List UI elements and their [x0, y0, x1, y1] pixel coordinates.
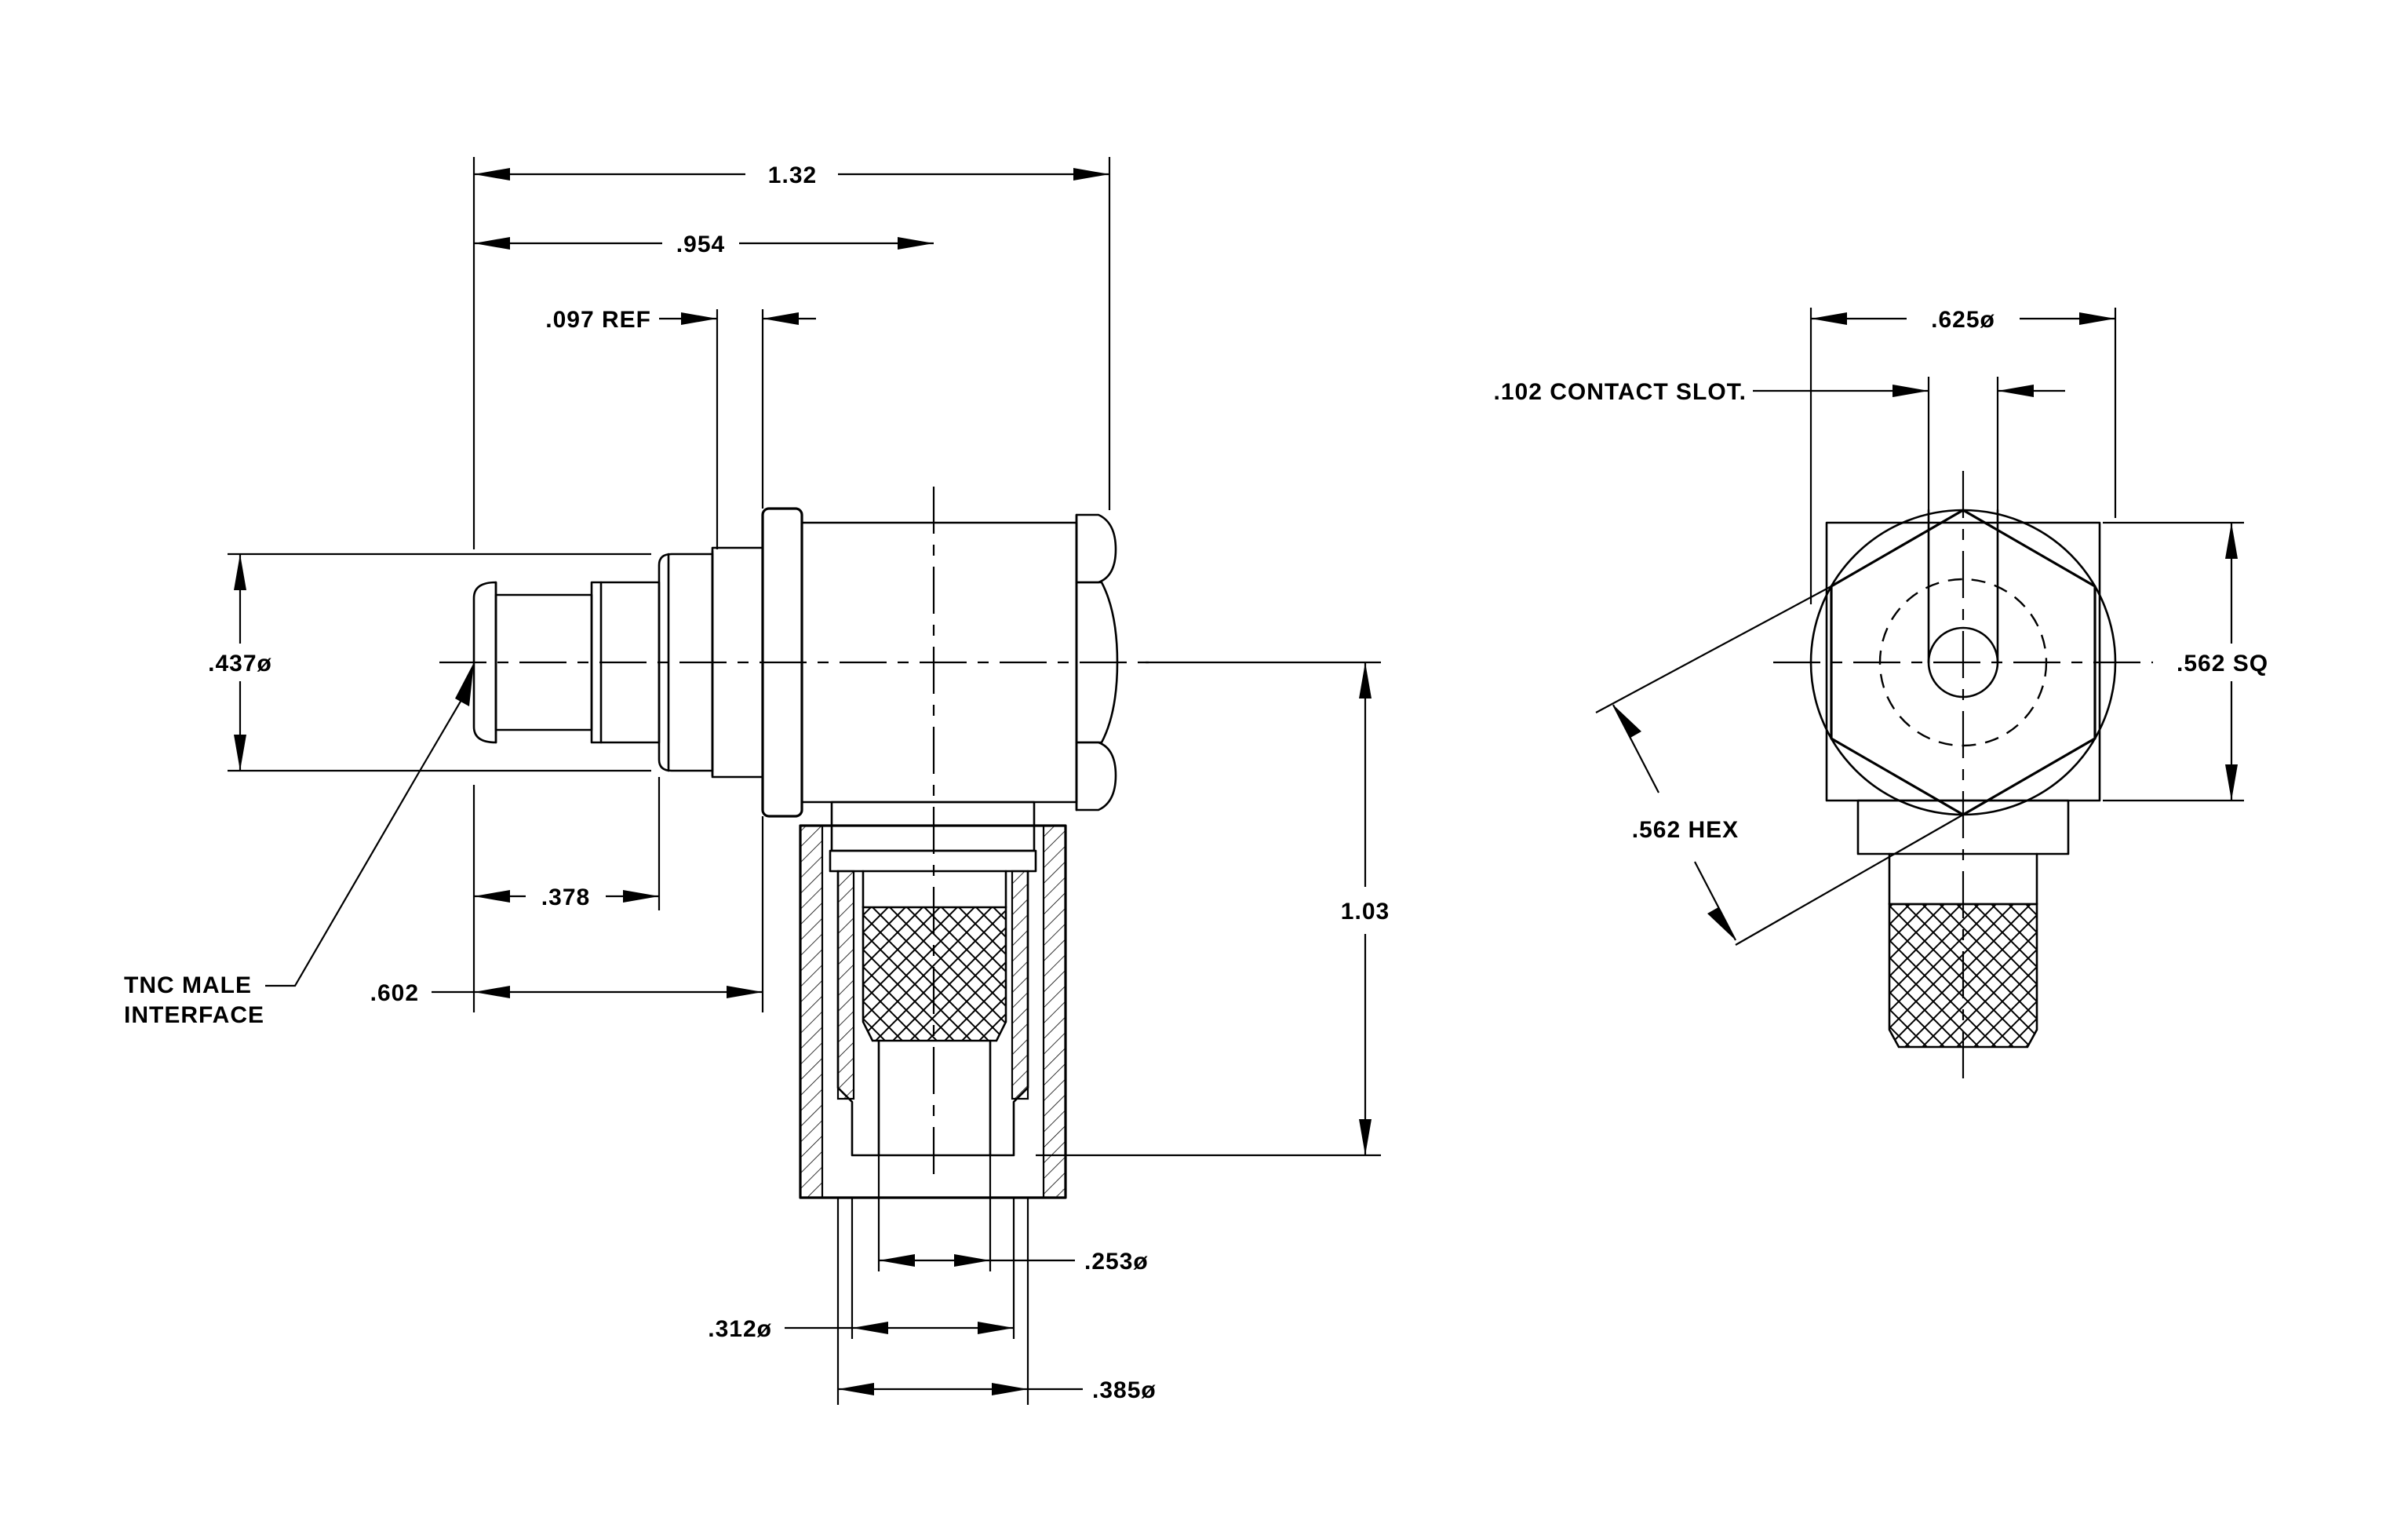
- dim-ferrule-dia: .312ø: [708, 1198, 1015, 1342]
- label-interface-dia: .437ø: [208, 651, 272, 677]
- callout-tnc-interface: TNC MALE INTERFACE: [124, 662, 474, 1028]
- label-ferrule-dia: .312ø: [708, 1316, 772, 1342]
- dim-centerline-length: .954: [474, 232, 934, 257]
- label-centerline-length: .954: [676, 232, 725, 257]
- label-overall-length: 1.32: [768, 162, 817, 188]
- dim-hex-dia: .625ø: [1809, 307, 2117, 604]
- label-hex-dia: .625ø: [1931, 307, 1995, 333]
- label-interface-length: .378: [541, 885, 590, 910]
- label-outer-dia: .385ø: [1092, 1377, 1157, 1403]
- dim-inner-dia: .253ø: [877, 1155, 1149, 1275]
- label-inner-dia: .253ø: [1084, 1249, 1149, 1275]
- connector-body-outline: [472, 507, 1119, 1199]
- label-hex: .562 HEX: [1632, 817, 1739, 843]
- label-contact-slot: .102 CONTACT SLOT.: [1494, 379, 1747, 405]
- dim-interface-dia: .437ø: [208, 553, 651, 772]
- label-square: .562 SQ: [2177, 651, 2268, 677]
- dim-contact-slot: .102 CONTACT SLOT.: [1494, 377, 2065, 510]
- end-view: .625ø .102 CONTACT SLOT. .562 SQ: [1494, 307, 2268, 1083]
- label-callout-line2: INTERFACE: [124, 1002, 264, 1028]
- dim-height: 1.03: [1036, 661, 1390, 1157]
- label-flange-ref: .097 REF: [545, 307, 651, 333]
- dim-flange-ref: .097 REF: [545, 307, 816, 549]
- label-height: 1.03: [1341, 899, 1390, 925]
- dim-square: .562 SQ: [2103, 521, 2268, 802]
- label-body-length: .602: [370, 980, 419, 1006]
- label-callout-line1: TNC MALE: [124, 972, 252, 998]
- side-view: 1.32 .954 .097 REF .43: [124, 157, 1390, 1405]
- dim-body-length: .602: [370, 816, 764, 1012]
- dim-outer-dia: .385ø: [836, 1198, 1157, 1405]
- dim-overall-length: 1.32: [472, 157, 1111, 549]
- dim-interface-length: .378: [472, 777, 661, 1012]
- dim-hex: .562 HEX: [1595, 585, 1964, 946]
